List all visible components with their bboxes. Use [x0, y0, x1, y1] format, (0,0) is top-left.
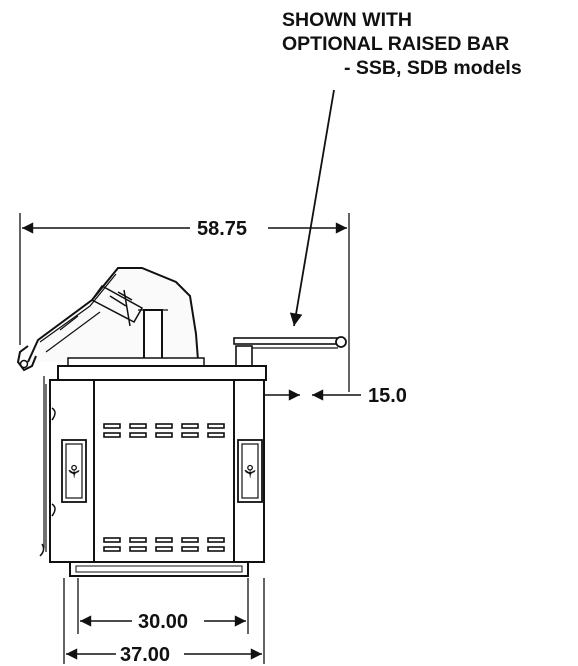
cabinet-base [69, 561, 249, 577]
ornament-icon: ⚘ [242, 462, 258, 483]
grill-cart-drawing: ⚘ [16, 267, 347, 577]
callout-note: SHOWN WITH OPTIONAL RAISED BAR - SSB, SD… [282, 8, 574, 80]
bottom-vent-slots [103, 537, 225, 552]
main-cabinet [93, 379, 235, 563]
overall-width-label: 58.75 [197, 218, 247, 240]
callout-line-1: SHOWN WITH [282, 9, 412, 31]
bar-projection-label: 15.0 [368, 385, 407, 407]
bar-projection-dimension: 15.0 [262, 385, 407, 407]
raised-bar [233, 336, 347, 367]
callout-line-2: OPTIONAL RAISED BAR [282, 33, 510, 55]
outer-width-dimension: 37.00 [63, 578, 265, 666]
top-vent-slots [103, 423, 225, 438]
outer-width-label: 37.00 [120, 644, 170, 666]
grill-hood [27, 267, 199, 363]
callout-leader-arrow [289, 89, 335, 327]
right-side-panel: ⚘ [233, 379, 265, 563]
inner-width-label: 30.00 [138, 611, 188, 633]
left-side-panel: ⚘ [39, 376, 95, 563]
overall-width-dimension: 58.75 [19, 213, 350, 392]
inner-width-dimension: 30.00 [77, 578, 249, 634]
counter-top [57, 365, 267, 381]
callout-line-3: - SSB, SDB models [344, 57, 522, 79]
ornament-icon: ⚘ [66, 462, 82, 483]
